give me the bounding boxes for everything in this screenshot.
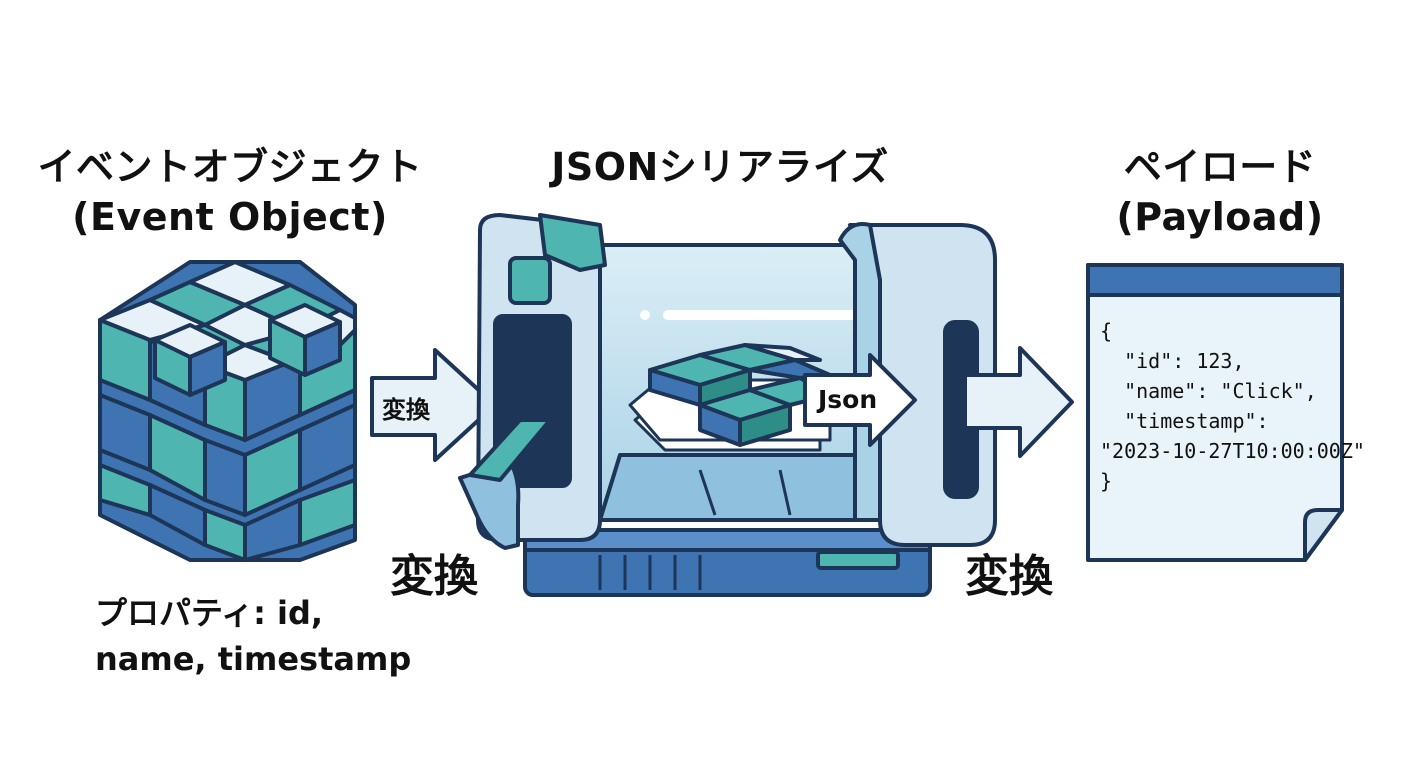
event-object-title: イベントオブジェクト (Event Object) — [20, 142, 440, 242]
event-object-title-en: (Event Object) — [72, 195, 388, 239]
payload-document-icon — [1086, 263, 1344, 562]
arrow-right-icon-2 — [963, 346, 1074, 458]
transform-label-left: 変換 — [390, 551, 478, 602]
arrow-right-icon — [370, 348, 497, 462]
code-line: "name": "Click", — [1100, 379, 1317, 403]
payload-title-en: (Payload) — [1116, 195, 1324, 239]
json-arrow-label: Json — [818, 385, 878, 414]
code-line: } — [1100, 469, 1113, 493]
serializer-title: JSONシリアライズ — [520, 142, 920, 192]
event-object-cube-icon — [98, 260, 357, 562]
serializer-title-text: JSONシリアライズ — [551, 145, 889, 189]
event-object-title-ja: イベントオブジェクト — [37, 145, 423, 189]
transform-label-right: 変換 — [965, 551, 1053, 602]
serializer-machine-icon — [458, 213, 997, 597]
payload-title: ペイロード (Payload) — [1070, 142, 1370, 242]
payload-title-ja: ペイロード — [1123, 145, 1317, 189]
json-arrow-icon — [803, 353, 917, 447]
code-line: "timestamp": — [1100, 409, 1269, 433]
code-line: { — [1100, 319, 1113, 343]
event-object-properties: プロパティ: id, name, timestamp — [95, 594, 412, 678]
payload-code: { "id": 123, "name": "Click", "timestamp… — [1100, 316, 1365, 496]
arrow1-label: 変換 — [382, 396, 430, 424]
code-line: "id": 123, — [1100, 349, 1245, 373]
code-line: "2023-10-27T10:00:00Z" — [1100, 439, 1365, 463]
